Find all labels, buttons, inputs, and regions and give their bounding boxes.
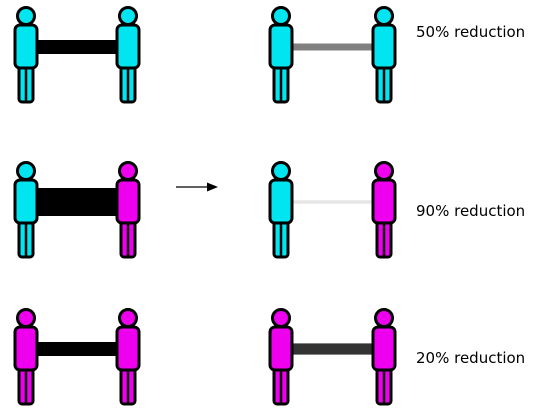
row-1-label: 50% reduction [416,23,525,41]
row-3-after-left-person-head [271,308,291,328]
row-3-before-left-person-body [13,325,39,372]
row-2-before-right-person-head [118,161,138,181]
row-1-before-left-person [13,6,39,104]
row-3-before-link [36,342,118,356]
row-3-after-link [291,343,374,355]
row-2-before-left-person-body [13,178,39,225]
row-3-after-right-person-head [374,308,394,328]
row-2-before-right-person-body [115,178,141,225]
row-1-after-link [291,43,374,51]
row-2-before-left-person [13,161,39,259]
row-1-after-right-person [371,6,397,104]
row-2-after-left-person [268,161,294,259]
row-2-before-left-person-head [16,161,36,181]
row-3-after-right-person-body [371,325,397,372]
row-1-before-left-person-body [13,23,39,70]
row-1-before-right-person-head [118,6,138,26]
row-3-before-right-person-body [115,325,141,372]
row-3-before-right-person [115,308,141,406]
row-1-before-left-person-head [16,6,36,26]
row-3-before-left-person [13,308,39,406]
row-3-after-right-person [371,308,397,406]
row-3-label: 20% reduction [416,349,525,367]
right-arrow-icon [176,182,218,192]
row-1-after-left-person-body [268,23,294,70]
row-2-before-right-person [115,161,141,259]
row-2-after-left-person-body [268,178,294,225]
figures-layer [13,6,397,406]
row-2-label: 90% reduction [416,202,525,220]
row-3-after-left-person-body [268,325,294,372]
row-2-after-link [291,200,374,204]
row-1-after-right-person-head [374,6,394,26]
row-2-before-link [36,188,118,216]
row-2-after-right-person-head [374,161,394,181]
row-1-after-right-person-body [371,23,397,70]
row-1-before-right-person-body [115,23,141,70]
row-1-after-left-person-head [271,6,291,26]
row-2-after-left-person-head [271,161,291,181]
row-3-before-right-person-head [118,308,138,328]
row-1-before-link [36,40,118,54]
row-3-before-left-person-head [16,308,36,328]
row-3-after-left-person [268,308,294,406]
row-2-after-right-person-body [371,178,397,225]
row-1-after-left-person [268,6,294,104]
row-2-after-right-person [371,161,397,259]
row-1-before-right-person [115,6,141,104]
